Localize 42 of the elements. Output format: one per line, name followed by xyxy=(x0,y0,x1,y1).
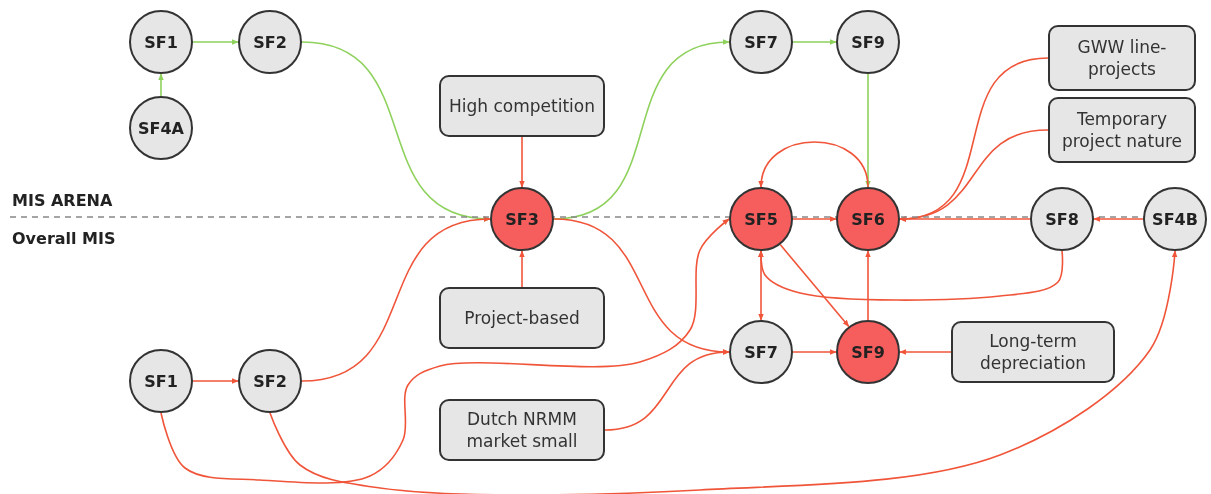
factor-circle: SF4B xyxy=(1143,187,1207,251)
section-label: MIS ARENA xyxy=(12,191,113,210)
arrow xyxy=(865,250,871,321)
factor-box: GWW line-projects xyxy=(1048,25,1196,91)
arrow xyxy=(519,250,525,288)
factor-circle: SF6 xyxy=(836,187,900,251)
factor-circle: SF3 xyxy=(490,187,554,251)
arrow xyxy=(792,216,837,222)
arrow xyxy=(192,39,239,45)
arrow xyxy=(604,349,730,431)
factor-circle: SF5 xyxy=(729,187,793,251)
factor-box: Long-term depreciation xyxy=(951,321,1115,383)
arrow xyxy=(519,136,525,188)
section-label: Overall MIS xyxy=(12,229,116,248)
arrow xyxy=(757,250,1064,301)
factor-circle: SF7 xyxy=(729,10,793,74)
factor-circle: SF2 xyxy=(238,349,302,413)
arrow xyxy=(160,218,730,484)
factor-box: High competition xyxy=(439,75,605,137)
factor-circle: SF1 xyxy=(129,10,193,74)
arrow xyxy=(192,378,239,384)
arrow xyxy=(269,250,1178,494)
arrow xyxy=(1093,216,1144,222)
arrow xyxy=(759,141,869,188)
arrow xyxy=(758,250,764,321)
arrow xyxy=(792,349,837,355)
factor-circle: SF4A xyxy=(129,96,193,160)
factor-circle: SF8 xyxy=(1030,187,1094,251)
factor-box: Temporary project nature xyxy=(1048,97,1196,163)
factor-circle: SF9 xyxy=(836,320,900,384)
factor-circle: SF1 xyxy=(129,349,193,413)
factor-circle: SF2 xyxy=(238,10,302,74)
arrow xyxy=(301,216,491,382)
factor-circle: SF7 xyxy=(729,320,793,384)
arrow xyxy=(899,216,1031,222)
arrow xyxy=(779,243,850,328)
factor-box: Project-based xyxy=(439,287,605,349)
arrow xyxy=(792,39,837,45)
factor-circle: SF9 xyxy=(836,10,900,74)
factor-box: Dutch NRMM market small xyxy=(439,399,605,461)
arrow xyxy=(899,349,952,355)
arrow xyxy=(158,73,164,97)
